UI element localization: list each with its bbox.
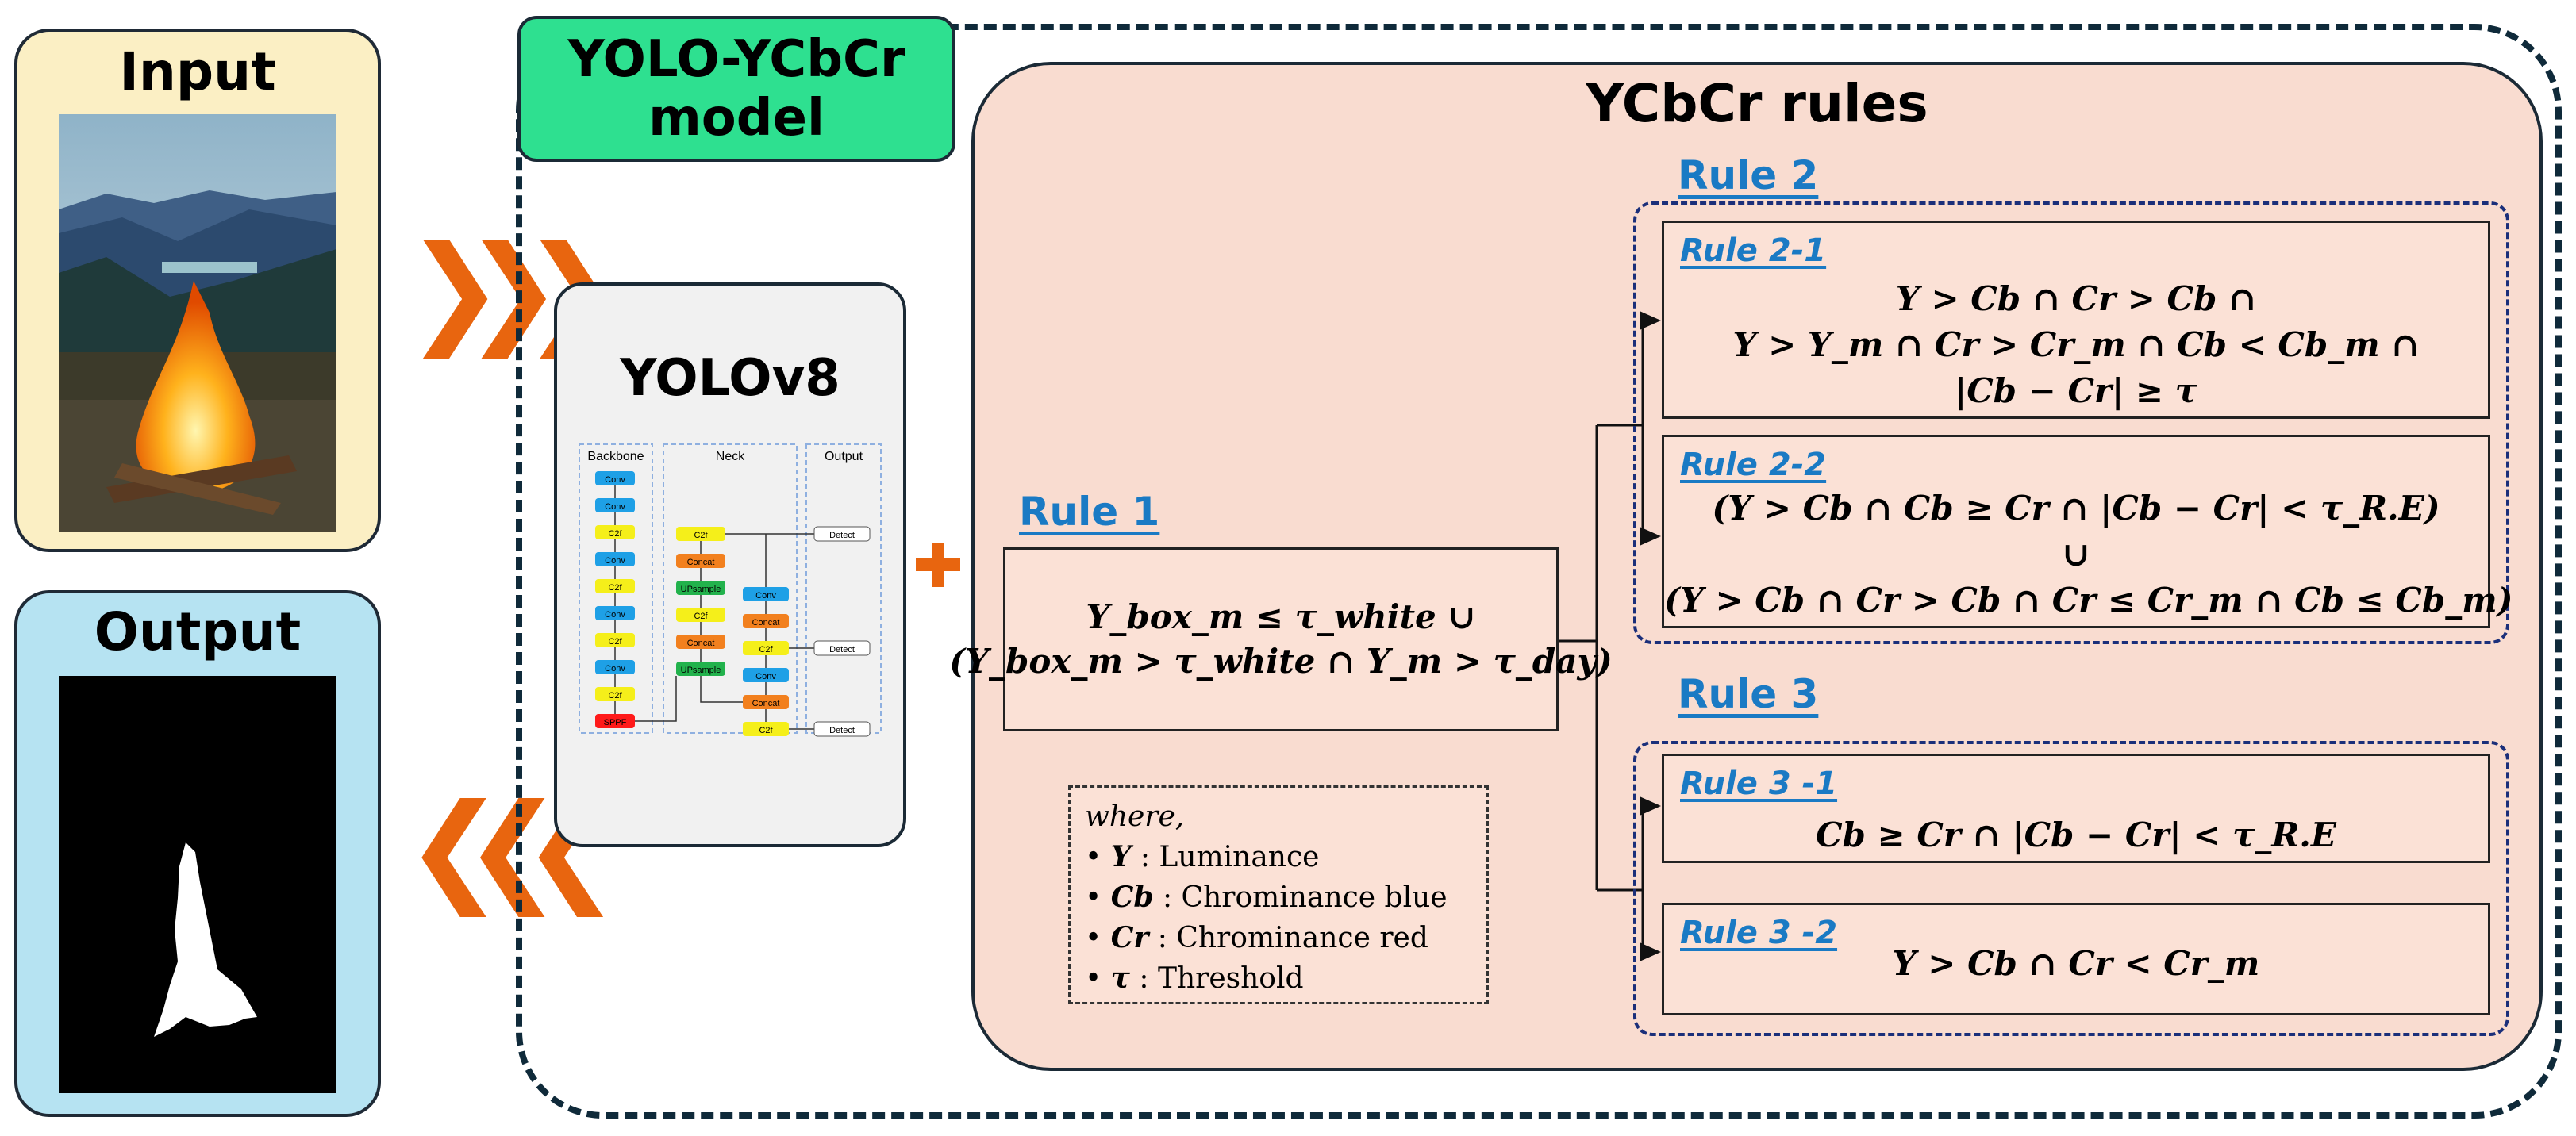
backbone-section — [579, 443, 653, 734]
rule1-box: Y_box_m ≤ τ_white ∪ (Y_box_m > τ_white ∩… — [949, 547, 1613, 731]
rule1-label: Rule 1 — [1019, 489, 1160, 535]
legend-box: where, • Y : Luminance • Cb : Chrominanc… — [1068, 785, 1489, 1004]
rule2-1-line3: |Cb − Cr| ≥ τ — [1954, 371, 2198, 410]
rule2-2-line1: (Y > Cb ∩ Cb ≥ Cr ∩ |Cb − Cr| < τ_R.E) — [1712, 489, 2440, 528]
svg-text:Conv: Conv — [605, 664, 625, 674]
svg-text:Concat: Concat — [752, 699, 780, 708]
rule1-line2: (Y_box_m > τ_white ∩ Y_m > τ_day) — [949, 642, 1613, 681]
rule2-1-line2: Y > Y_m ∩ Cr > Cr_m ∩ Cb < Cb_m ∩ — [1732, 325, 2420, 364]
svg-text:C2f: C2f — [694, 531, 708, 540]
svg-text:Detect: Detect — [829, 726, 855, 735]
yolov8-architecture-diagram: Backbone Neck Output Conv Conv C2f Conv … — [579, 443, 882, 737]
svg-text:Conv: Conv — [755, 591, 776, 601]
rule2-2-line2: ∪ — [2062, 535, 2090, 574]
svg-text:UPsample: UPsample — [681, 585, 721, 594]
svg-text:C2f: C2f — [694, 612, 708, 621]
rule2-1-box: Rule 2-1 Y > Cb ∩ Cr > Cb ∩ Y > Y_m ∩ Cr… — [1662, 221, 2490, 419]
output-label: Output — [825, 450, 863, 463]
svg-text:C2f: C2f — [759, 726, 773, 735]
ycbcr-rules-title: YCbCr rules — [1586, 73, 1928, 134]
rule2-1-line1: Y > Cb ∩ Cr > Cb ∩ — [1895, 279, 2257, 318]
svg-text:Concat: Concat — [687, 639, 715, 648]
svg-text:UPsample: UPsample — [681, 666, 721, 675]
input-title: Input — [119, 41, 276, 102]
plus-icon — [916, 543, 960, 587]
model-container — [516, 24, 2562, 1119]
rule3-label: Rule 3 — [1678, 671, 1819, 717]
output-title: Output — [94, 601, 302, 662]
yolov8-card: YOLOv8 — [554, 282, 906, 847]
svg-text:Detect: Detect — [829, 645, 855, 654]
svg-text:Conv: Conv — [605, 610, 625, 620]
svg-text:Conv: Conv — [605, 502, 625, 512]
svg-text:Conv: Conv — [605, 556, 625, 566]
rule2-2-label: Rule 2-2 — [1680, 447, 1827, 483]
input-panel: Input — [14, 29, 381, 552]
svg-text:Conv: Conv — [605, 475, 625, 485]
rule3-2-label: Rule 3 -2 — [1680, 915, 1838, 951]
svg-text:C2f: C2f — [608, 637, 622, 647]
rule2-label: Rule 2 — [1678, 152, 1819, 198]
neck-blocks: C2f Concat UPsample C2f Concat UPsample … — [635, 527, 814, 736]
legend-item-tau: • τ : Threshold — [1085, 961, 1304, 995]
rule3-group — [1633, 741, 2509, 1036]
svg-text:SPPF: SPPF — [604, 718, 627, 727]
fire-mask-image — [59, 676, 336, 1093]
svg-text:C2f: C2f — [608, 691, 622, 700]
rule3-1-box: Rule 3 -1 Cb ≥ Cr ∩ |Cb − Cr| < τ_R.E — [1662, 754, 2490, 863]
model-title: YOLO-YCbCr model — [517, 16, 955, 162]
neck-label: Neck — [716, 450, 745, 463]
rule3-2-line1: Y > Cb ∩ Cr < Cr_m — [1892, 944, 2260, 983]
backbone-blocks: Conv Conv C2f Conv C2f Conv C2f Conv C2f… — [595, 471, 635, 728]
backbone-label: Backbone — [587, 450, 644, 463]
legend-item-y: • Y : Luminance — [1085, 840, 1320, 873]
svg-text:C2f: C2f — [759, 645, 773, 654]
output-blocks: Detect Detect Detect — [813, 526, 871, 737]
rule3-1-line1: Cb ≥ Cr ∩ |Cb − Cr| < τ_R.E — [1816, 816, 2336, 854]
svg-text:Concat: Concat — [687, 558, 715, 567]
rule3-2-box: Rule 3 -2 Y > Cb ∩ Cr < Cr_m — [1662, 903, 2490, 1015]
rule1-line1: Y_box_m ≤ τ_white ∪ — [1086, 597, 1476, 636]
svg-text:Concat: Concat — [752, 618, 780, 627]
yolov8-title: YOLOv8 — [620, 349, 840, 408]
legend-item-cr: • Cr : Chrominance red — [1085, 921, 1428, 954]
rule2-1-label: Rule 2-1 — [1680, 232, 1827, 269]
svg-text:Conv: Conv — [755, 672, 776, 681]
svg-text:C2f: C2f — [608, 583, 622, 593]
rule2-2-box: Rule 2-2 (Y > Cb ∩ Cb ≥ Cr ∩ |Cb − Cr| <… — [1662, 435, 2513, 628]
svg-text:C2f: C2f — [608, 529, 622, 539]
legend-item-cb: • Cb : Chrominance blue — [1085, 881, 1448, 914]
svg-text:Detect: Detect — [829, 531, 855, 540]
legend-heading: where, — [1085, 800, 1185, 833]
output-panel: Output — [14, 590, 381, 1117]
rule2-2-line3: (Y > Cb ∩ Cr > Cb ∩ Cr ≤ Cr_m ∩ Cb ≤ Cb_… — [1664, 581, 2513, 620]
neck-section — [663, 443, 798, 734]
campfire-photo — [59, 114, 336, 532]
rule2-group — [1633, 201, 2509, 644]
rule3-1-label: Rule 3 -1 — [1680, 766, 1838, 802]
